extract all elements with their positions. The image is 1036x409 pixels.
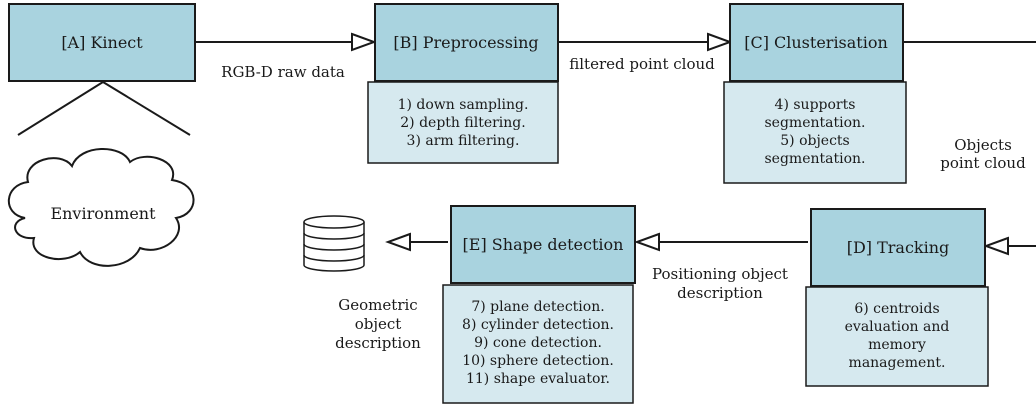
note-clusterisation-box (723, 81, 907, 184)
note-preprocessing: 1) down sampling. 2) depth filtering. 3)… (367, 81, 559, 164)
connectors (17, 32, 1036, 256)
node-tracking-label: [D] Tracking (847, 238, 950, 257)
node-tracking-box (810, 208, 986, 287)
node-preprocessing-label: [B] Preprocessing (393, 33, 538, 52)
note-tracking-line: management. (849, 355, 946, 371)
note-shape-detection-box (442, 284, 634, 404)
node-clusterisation: [C] Clusterisation (729, 3, 904, 82)
node-tracking: [D] Tracking (810, 208, 986, 287)
note-clusterisation-line: segmentation. (765, 115, 866, 131)
kinect-view-line-left (17, 81, 104, 136)
node-shape-detection-box (450, 205, 636, 284)
node-kinect: [A] Kinect (8, 3, 196, 82)
note-tracking-line: evaluation and (845, 319, 950, 335)
edge-label-positioning: description (677, 284, 763, 302)
note-preprocessing-box (367, 81, 559, 164)
edge-label-geometric: description (335, 334, 421, 352)
arrowhead-tracking (983, 236, 1009, 256)
node-clusterisation-label: [C] Clusterisation (744, 33, 888, 52)
note-clusterisation: 4) supports segmentation. 5) objects seg… (723, 81, 907, 184)
note-preprocessing-line: 3) arm filtering. (407, 133, 520, 149)
edge-label-objects: point cloud (940, 154, 1026, 172)
cloud-shape (7, 148, 195, 267)
note-shape-detection-line: 7) plane detection. (471, 299, 604, 315)
node-preprocessing: [B] Preprocessing (374, 3, 559, 82)
note-preprocessing-line: 2) depth filtering. (400, 115, 525, 131)
node-shape-detection: [E] Shape detection (450, 205, 636, 284)
environment-cloud: Environment (7, 148, 195, 267)
arrowhead-preprocessing (351, 32, 377, 52)
edge-label-rgbd: RGB-D raw data (221, 63, 345, 81)
environment-label: Environment (50, 204, 156, 223)
node-kinect-box (8, 3, 196, 82)
note-clusterisation-line: 4) supports (775, 97, 856, 113)
note-clusterisation-line: segmentation. (765, 151, 866, 167)
node-shape-detection-label: [E] Shape detection (463, 235, 624, 254)
note-tracking-box (805, 286, 989, 387)
arrowhead-database (385, 232, 411, 252)
edge-label-geometric: object (355, 315, 402, 333)
note-shape-detection-line: 8) cylinder detection. (462, 317, 614, 333)
note-shape-detection-line: 10) sphere detection. (462, 353, 614, 369)
node-preprocessing-box (374, 3, 559, 82)
kinect-view-line-right (102, 81, 191, 136)
edge-label-positioning: Positioning object (652, 265, 788, 283)
note-preprocessing-line: 1) down sampling. (398, 97, 529, 113)
edge-label-geometric: Geometric (338, 296, 417, 314)
arrowhead-shape-detection (634, 232, 660, 252)
note-clusterisation-line: 5) objects (780, 133, 850, 149)
node-clusterisation-box (729, 3, 904, 82)
edge-label-objects: Objects (954, 136, 1012, 154)
note-shape-detection: 7) plane detection. 8) cylinder detectio… (442, 284, 634, 404)
database-icon (303, 215, 365, 272)
note-tracking-line: 6) centroids (854, 301, 939, 317)
note-shape-detection-line: 9) cone detection. (474, 335, 602, 351)
edge-label-filtered: filtered point cloud (569, 55, 715, 73)
note-shape-detection-line: 11) shape evaluator. (466, 371, 610, 387)
arrowhead-clusterisation (707, 32, 733, 52)
node-kinect-label: [A] Kinect (61, 33, 143, 52)
note-tracking-line: memory (868, 337, 926, 353)
note-tracking: 6) centroids evaluation and memory manag… (805, 286, 989, 387)
